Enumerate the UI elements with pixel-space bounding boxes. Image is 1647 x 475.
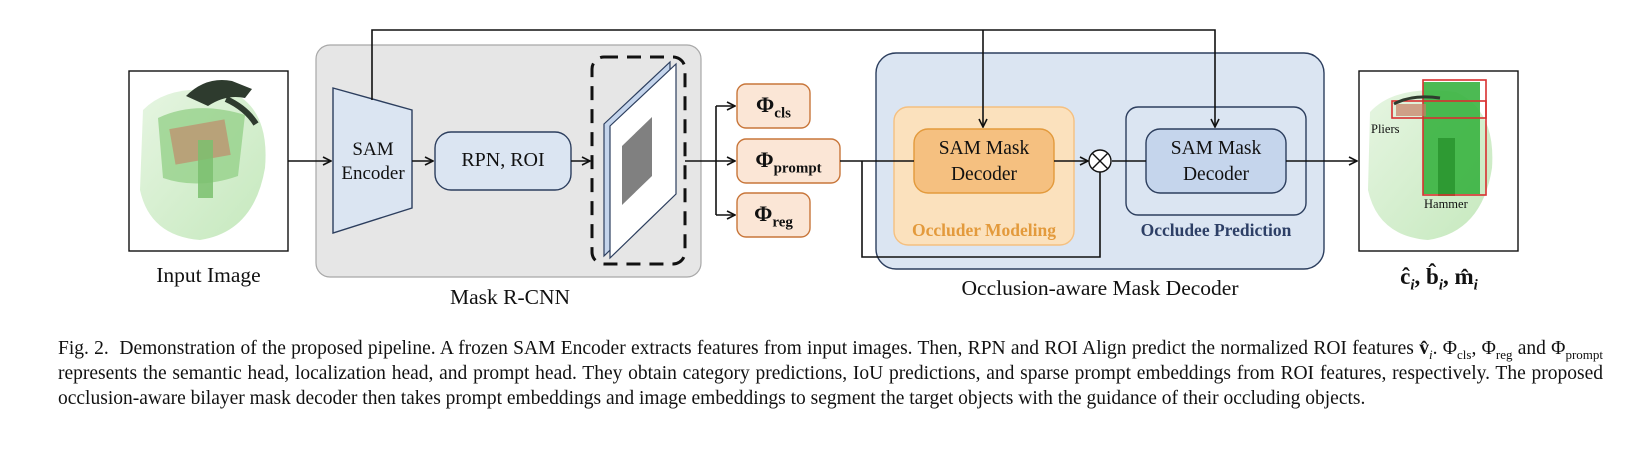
- head-reg-label: Φreg: [754, 201, 793, 231]
- input-image-label: Input Image: [156, 263, 261, 287]
- sam-encoder-block: [332, 87, 413, 234]
- head-prompt-label: Φprompt: [755, 147, 822, 177]
- head-reg-box: [736, 192, 811, 238]
- head-cls-label: Φcls: [756, 92, 791, 122]
- combine-node: [1088, 149, 1112, 173]
- roi-feature-frame: [590, 55, 687, 266]
- occludee-decoder-label: SAM Mask Decoder: [1170, 138, 1262, 185]
- mask-rcnn-label: Mask R-CNN: [449, 285, 571, 309]
- figure-caption: Fig. 2. Demonstration of the proposed pi…: [58, 338, 1603, 409]
- occludee-prediction-caption: Occludee Prediction: [1140, 220, 1292, 240]
- hammer-tag: Hammer: [1424, 197, 1468, 211]
- pliers-bbox: [1391, 100, 1487, 119]
- sam-encoder-label: SAM Encoder: [341, 139, 405, 184]
- input-image: [128, 70, 289, 252]
- rpn-roi-label: RPN, ROI: [461, 149, 545, 171]
- occluder-modeling-caption: Occluder Modeling: [911, 220, 1057, 240]
- output-symbols: ĉi, b̂i, m̂i: [1400, 264, 1478, 294]
- hammer-bbox: [1422, 79, 1487, 196]
- decoder-label: Occlusion-aware Mask Decoder: [961, 276, 1239, 300]
- head-cls-box: [736, 83, 811, 129]
- pliers-tag: Pliers: [1371, 122, 1400, 136]
- pipeline-svg: [128, 29, 1519, 278]
- output-image: [1358, 70, 1519, 252]
- roi-feature-map: [603, 60, 677, 260]
- pipeline-diagram: SAM Encoder RPN, ROI Φcls Φprompt Φreg S…: [128, 29, 1519, 309]
- occluder-decoder-label: SAM Mask Decoder: [938, 138, 1030, 185]
- figure-number: Fig. 2.: [58, 338, 109, 359]
